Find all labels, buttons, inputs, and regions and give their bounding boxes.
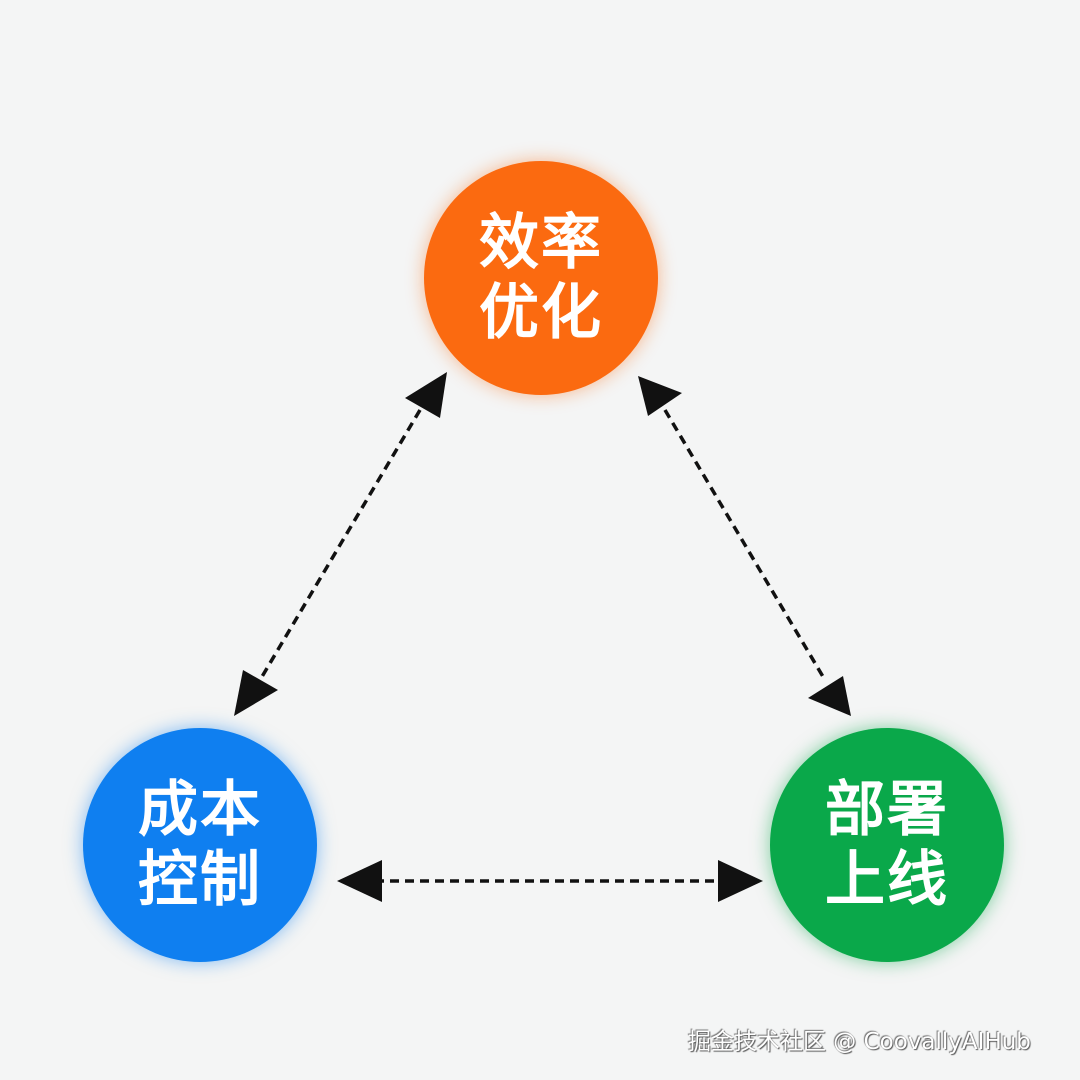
node-label-line2: 上线 <box>825 845 949 915</box>
arrowhead <box>718 860 763 902</box>
node-label-line2: 优化 <box>479 278 603 348</box>
node-efficiency-optimization: 效率 优化 <box>424 161 658 395</box>
node-deployment: 部署 上线 <box>770 728 1004 962</box>
arrow-top-right <box>663 409 827 681</box>
watermark: 掘金技术社区 @ CoovallyAIHub <box>688 1029 1031 1055</box>
node-label-line2: 控制 <box>138 845 262 915</box>
node-label-line1: 效率 <box>479 208 603 278</box>
arrowhead <box>337 860 382 902</box>
arrowhead <box>405 372 447 418</box>
node-label-line1: 部署 <box>825 775 949 845</box>
arrowhead <box>638 376 682 416</box>
arrow-top-left <box>258 409 422 681</box>
arrowhead <box>808 676 851 716</box>
node-label-line1: 成本 <box>138 775 262 845</box>
arrowhead <box>234 670 278 716</box>
node-cost-control: 成本 控制 <box>83 728 317 962</box>
